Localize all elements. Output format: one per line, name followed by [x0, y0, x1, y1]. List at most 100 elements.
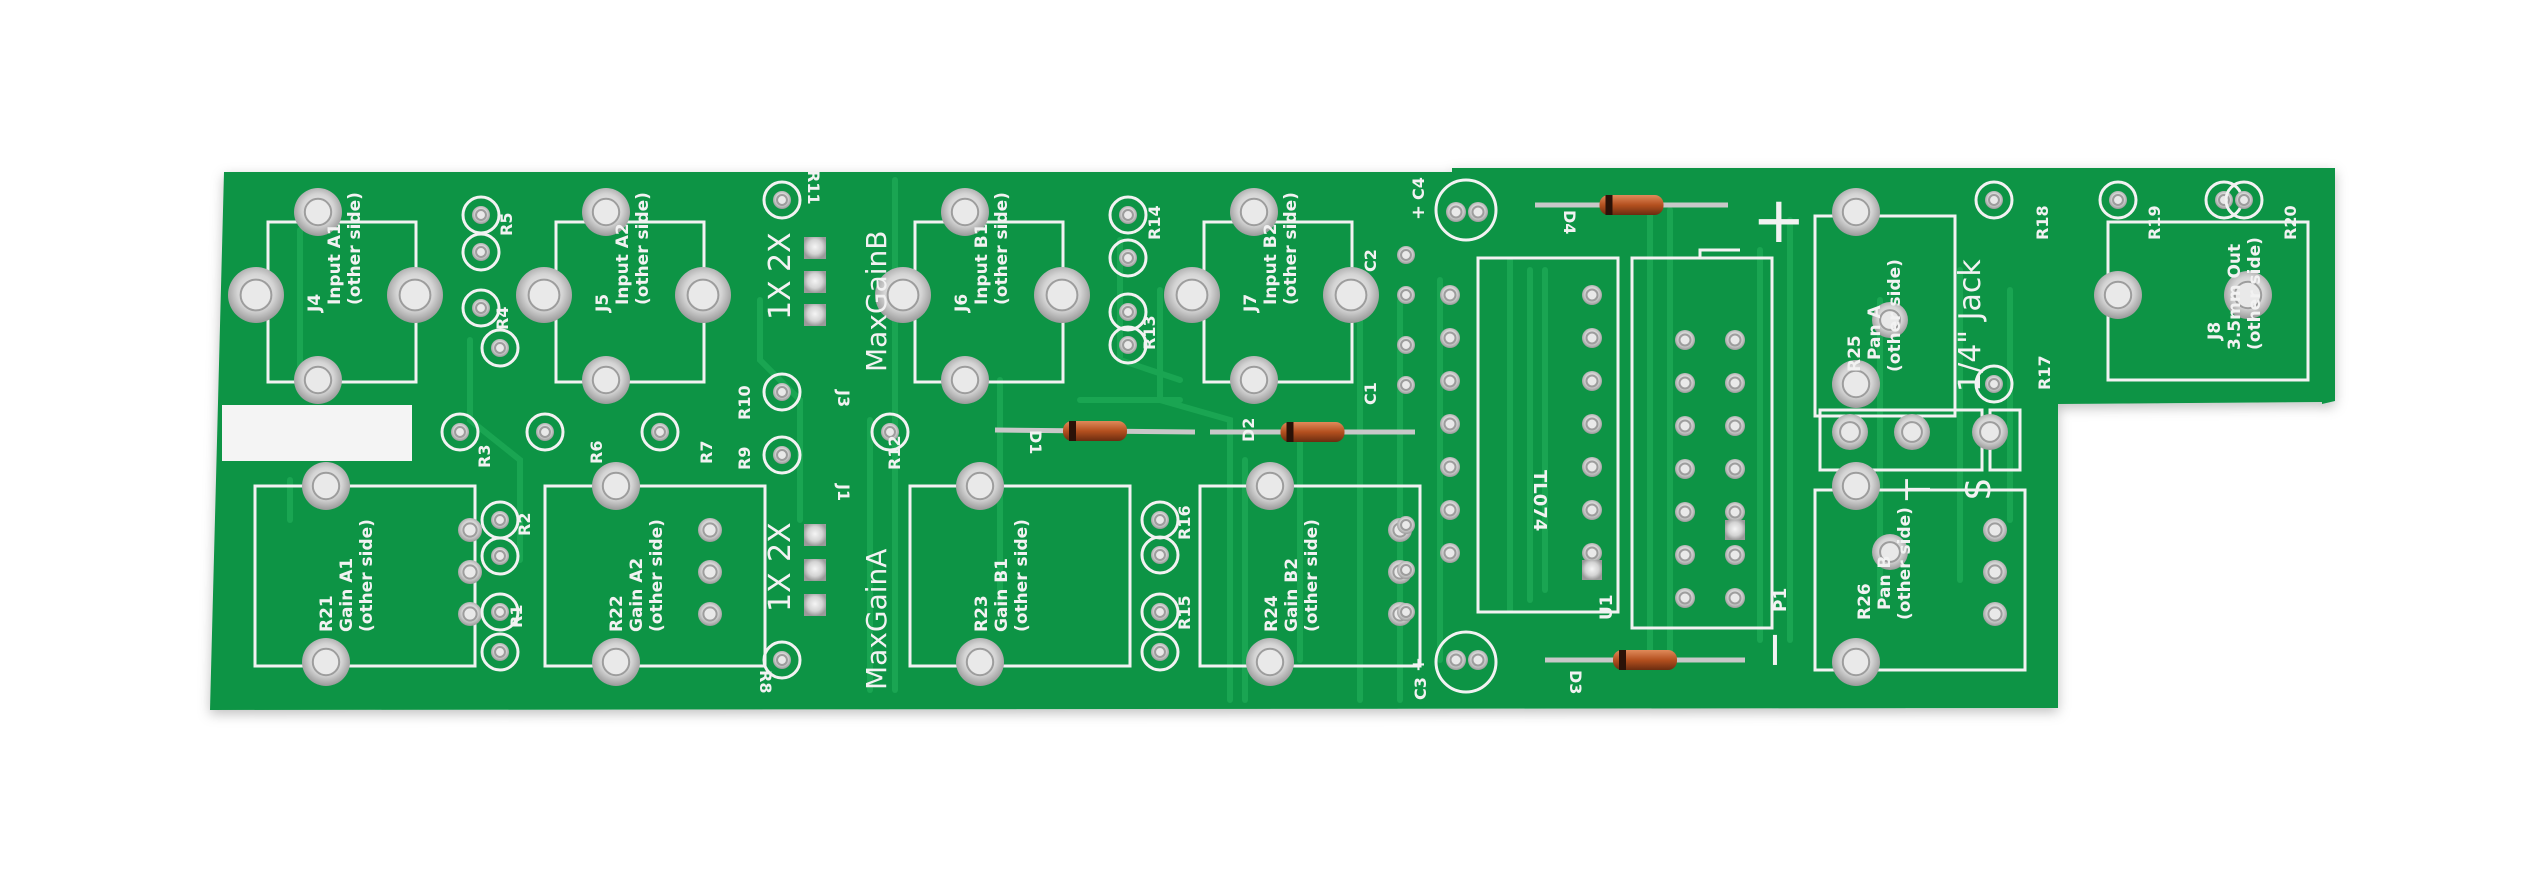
resistor-pad [1985, 191, 2003, 209]
resistor-ring [480, 632, 520, 672]
jack-pad [228, 267, 284, 323]
refdes-r6: R6 [587, 441, 606, 464]
pot-r21-refdes: R21 [317, 595, 337, 632]
resistor-ring [461, 288, 501, 328]
connector-pin [1675, 545, 1695, 565]
jack-pad [387, 267, 443, 323]
resistor-ring [1108, 238, 1148, 278]
jack-pad [582, 188, 630, 236]
pot-r25-label: Pan A [1865, 305, 1885, 360]
jack-j7-label2: (other side) [1281, 192, 1301, 305]
refdes-r16: R16 [1175, 505, 1194, 540]
connector-pin [1675, 588, 1695, 608]
jack-pad [516, 267, 572, 323]
cap-pad [1446, 202, 1466, 222]
cap-c3-ring [1434, 630, 1498, 694]
resistor-ring [525, 412, 565, 452]
ic-pin [1440, 543, 1460, 563]
resistor-pad [536, 423, 554, 441]
resistor-pad [1151, 546, 1169, 564]
resistor-pad [773, 383, 791, 401]
resistor-ring [461, 232, 501, 272]
connector-p1-refdes: P1 [1771, 588, 1791, 612]
cap-pad [1397, 336, 1415, 354]
ic-pin [1440, 500, 1460, 520]
header-pin [804, 594, 826, 616]
jack-j4-label2: (other side) [345, 192, 365, 305]
resistor-ring [640, 412, 680, 452]
jack-j5-label2: (other side) [633, 192, 653, 305]
resistor-pad [651, 423, 669, 441]
pot-pad [956, 638, 1004, 686]
resistor-pad [1119, 336, 1137, 354]
resistor-pad [1119, 303, 1137, 321]
header-maxgaina-label: MaxGainA [860, 549, 893, 690]
header-b-2x: 2X [763, 232, 798, 272]
ic-pin [1582, 457, 1602, 477]
jack-j8-refdes: J8 [2205, 322, 2225, 341]
pot-pad [302, 638, 350, 686]
jack-sleeve-label: S [1959, 478, 1999, 500]
refdes-r13: R13 [1140, 315, 1159, 350]
resistor-pad [491, 547, 509, 565]
cap-pad [1397, 561, 1415, 579]
jack-j5-label: Input A2 [613, 223, 633, 305]
power-plus: + [1752, 184, 1806, 258]
resistor-ring [480, 536, 520, 576]
ic-pin [1582, 500, 1602, 520]
pot-pad [1832, 188, 1880, 236]
pot-pad [302, 462, 350, 510]
pot-pad [1832, 462, 1880, 510]
pot-pad [2224, 271, 2272, 319]
refdes-r8: R8 [756, 670, 775, 693]
quarter-jack-pad [1832, 414, 1868, 450]
pot-pad [1832, 638, 1880, 686]
pot-pad [592, 462, 640, 510]
jack-pad [1323, 267, 1379, 323]
diode-d4 [1535, 195, 1728, 215]
refdes-r12: R12 [885, 435, 904, 470]
ic-p1-outline [1630, 256, 1774, 630]
refdes-r7: R7 [697, 441, 716, 464]
resistor-ring [1140, 592, 1180, 632]
header-pin [804, 559, 826, 581]
pads [228, 178, 2272, 694]
resistor-pad [491, 643, 509, 661]
resistor-ring [762, 435, 802, 475]
refdes-d1: D1 [1026, 430, 1045, 454]
cap-pad [1468, 202, 1488, 222]
ic-pin [1582, 414, 1602, 434]
connector-pin [1675, 502, 1695, 522]
connector-pin [1725, 502, 1745, 522]
refdes-r15: R15 [1175, 595, 1194, 630]
pot-r24-side: (other side) [1302, 519, 1322, 632]
pot-pad [1246, 462, 1294, 510]
cap-pad [1397, 516, 1415, 534]
connector-pin [1725, 588, 1745, 608]
refdes-r20: R20 [2281, 205, 2300, 240]
pot-pad [956, 462, 1004, 510]
diode-d2 [1210, 422, 1415, 442]
ic-pin-1 [1582, 560, 1602, 580]
header-pin [804, 304, 826, 326]
diode-d3 [1545, 650, 1745, 670]
refdes-r5: R5 [497, 213, 516, 236]
connector-pin [1675, 459, 1695, 479]
refdes-r9: R9 [735, 447, 754, 470]
refdes-d3: D3 [1566, 670, 1585, 694]
cap-pad [1397, 603, 1415, 621]
resistor-ring [1108, 292, 1148, 332]
refdes-d4: D4 [1560, 210, 1579, 234]
refdes-c4: C4 [1409, 177, 1428, 200]
ic-pin [1440, 371, 1460, 391]
quarter-jack-pad [1872, 302, 1908, 338]
resistor-ring [1108, 195, 1148, 235]
header-b-1x: 1X [763, 280, 798, 320]
resistor-pad [472, 206, 490, 224]
ic-outlines [1476, 248, 2022, 630]
refdes-c2: C2 [1361, 249, 1380, 272]
pot-r25-side: (other side) [1885, 259, 1905, 372]
jack-j6-label2: (other side) [992, 192, 1012, 305]
refdes-c1: C1 [1361, 382, 1380, 405]
refdes-c3: C3 [1411, 677, 1430, 700]
